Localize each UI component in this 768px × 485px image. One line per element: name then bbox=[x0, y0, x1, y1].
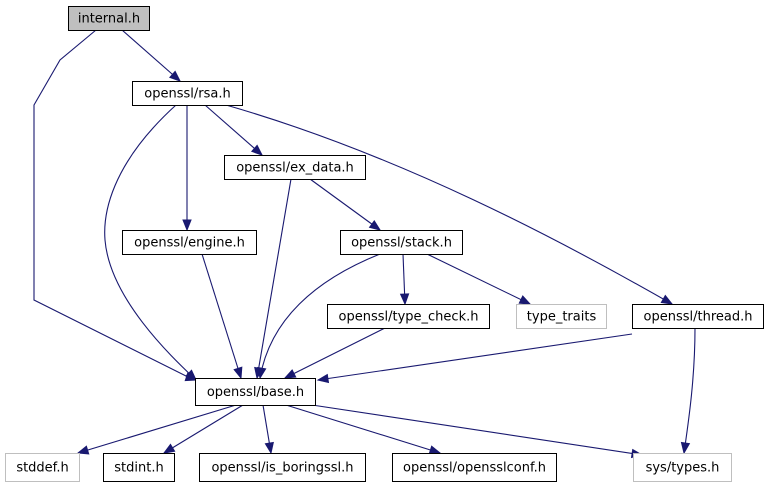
node-label: openssl/type_check.h bbox=[339, 310, 479, 325]
node-type-check-h[interactable]: openssl/type_check.h bbox=[327, 304, 490, 329]
node-box bbox=[132, 81, 243, 106]
edge-rsa_h-to-engine_h bbox=[182, 105, 192, 232]
edge-line bbox=[309, 178, 381, 231]
edge-base_h-to-stdint_h bbox=[162, 404, 244, 454]
arrowhead-icon bbox=[168, 70, 182, 82]
edge-line bbox=[121, 29, 181, 82]
edge-thread_h-to-sys_types_h bbox=[680, 327, 696, 455]
edge-type_check_h-to-base_h bbox=[283, 327, 386, 379]
edge-line bbox=[225, 104, 673, 305]
edge-stack_h-to-type_traits bbox=[426, 253, 532, 305]
edge-rsa_h-to-ex_data_h bbox=[204, 104, 264, 156]
edge-line bbox=[259, 253, 381, 379]
node-label: internal.h bbox=[78, 12, 140, 27]
node-box bbox=[103, 453, 175, 482]
node-box bbox=[392, 453, 557, 482]
arrowhead-icon bbox=[182, 219, 192, 232]
node-label: openssl/is_boringssl.h bbox=[211, 461, 353, 476]
edge-rsa_h-to-base_h bbox=[104, 104, 197, 381]
edge-ex_data_h-to-stack_h bbox=[309, 178, 382, 231]
edge-line bbox=[284, 327, 386, 379]
node-label: sys/types.h bbox=[646, 461, 720, 476]
node-sys-types-h[interactable]: sys/types.h bbox=[633, 453, 732, 482]
node-label: openssl/opensslconf.h bbox=[403, 461, 546, 476]
arrowhead-icon bbox=[185, 369, 197, 381]
edge-stack_h-to-type_check_h bbox=[399, 253, 410, 306]
edge-line bbox=[163, 404, 244, 454]
node-box bbox=[195, 378, 316, 406]
arrowhead-icon bbox=[428, 445, 442, 455]
arrowhead-icon bbox=[518, 295, 532, 305]
arrowhead-icon bbox=[660, 294, 674, 305]
node-box bbox=[224, 155, 366, 180]
edge-line bbox=[256, 178, 292, 379]
arrowhead-icon bbox=[162, 443, 176, 454]
arrowhead-icon bbox=[283, 369, 297, 379]
node-box bbox=[5, 453, 80, 482]
edge-base_h-to-sys_types_h bbox=[311, 404, 644, 459]
node-label: openssl/stack.h bbox=[351, 236, 452, 251]
node-label: stddef.h bbox=[16, 461, 68, 476]
node-is-boringssl-h[interactable]: openssl/is_boringssl.h bbox=[199, 453, 366, 482]
node-box bbox=[340, 230, 463, 255]
node-label: openssl/thread.h bbox=[644, 310, 753, 325]
edge-line bbox=[104, 104, 197, 381]
arrowhead-icon bbox=[399, 293, 410, 306]
arrowhead-icon bbox=[76, 445, 90, 455]
edge-line bbox=[426, 253, 531, 305]
arrowhead-icon bbox=[257, 366, 267, 380]
node-internal-h[interactable]: internal.h bbox=[68, 6, 150, 31]
edge-internal_h-to-rsa_h bbox=[121, 29, 182, 82]
node-engine-h[interactable]: openssl/engine.h bbox=[122, 230, 257, 255]
arrowhead-icon bbox=[316, 373, 330, 384]
node-box bbox=[327, 304, 490, 329]
edge-line bbox=[683, 327, 696, 454]
node-ex-data-h[interactable]: openssl/ex_data.h bbox=[224, 155, 366, 180]
node-rsa-h[interactable]: openssl/rsa.h bbox=[132, 81, 243, 106]
node-thread-h[interactable]: openssl/thread.h bbox=[632, 304, 764, 329]
edge-line bbox=[317, 333, 633, 381]
node-box bbox=[122, 230, 257, 255]
edges-layer bbox=[33, 29, 696, 459]
edge-rsa_h-to-thread_h bbox=[225, 104, 674, 305]
edge-base_h-to-stddef_h bbox=[76, 404, 237, 455]
node-opensslconf-h[interactable]: openssl/opensslconf.h bbox=[392, 453, 557, 482]
node-label: type_traits bbox=[527, 310, 597, 325]
node-box bbox=[199, 453, 366, 482]
arrowhead-icon bbox=[368, 219, 382, 231]
edge-line bbox=[201, 253, 242, 379]
nodes-layer: internal.h openssl/rsa.h openssl/ex_data.h… bbox=[5, 6, 764, 482]
edge-stack_h-to-base_h bbox=[257, 253, 381, 380]
node-box bbox=[633, 453, 732, 482]
node-box bbox=[632, 304, 764, 329]
edge-line bbox=[204, 104, 263, 156]
node-stack-h[interactable]: openssl/stack.h bbox=[340, 230, 463, 255]
edge-engine_h-to-base_h bbox=[201, 253, 243, 380]
arrowhead-icon bbox=[264, 441, 274, 455]
node-box bbox=[68, 6, 150, 31]
arrowhead-icon bbox=[680, 441, 691, 455]
edge-line bbox=[33, 29, 197, 381]
node-type-traits[interactable]: type_traits bbox=[516, 304, 607, 329]
edge-line bbox=[311, 404, 643, 456]
node-label: openssl/rsa.h bbox=[144, 87, 230, 102]
node-label: openssl/engine.h bbox=[134, 236, 245, 251]
node-stddef-h[interactable]: stddef.h bbox=[5, 453, 80, 482]
edge-base_h-to-opensslconf_h bbox=[285, 404, 442, 455]
arrowhead-icon bbox=[233, 366, 243, 380]
node-base-h[interactable]: openssl/base.h bbox=[195, 378, 316, 406]
node-box bbox=[516, 304, 607, 329]
arrowhead-icon bbox=[250, 144, 264, 156]
edge-line bbox=[77, 404, 237, 454]
node-stdint-h[interactable]: stdint.h bbox=[103, 453, 175, 482]
node-label: openssl/base.h bbox=[207, 385, 304, 400]
node-label: stdint.h bbox=[114, 461, 163, 476]
edge-base_h-to-is_boringssl_h bbox=[262, 404, 274, 455]
node-label: openssl/ex_data.h bbox=[236, 161, 354, 176]
edge-thread_h-to-base_h bbox=[316, 333, 633, 384]
edge-ex_data_h-to-base_h bbox=[254, 178, 292, 380]
edge-line bbox=[285, 404, 441, 454]
